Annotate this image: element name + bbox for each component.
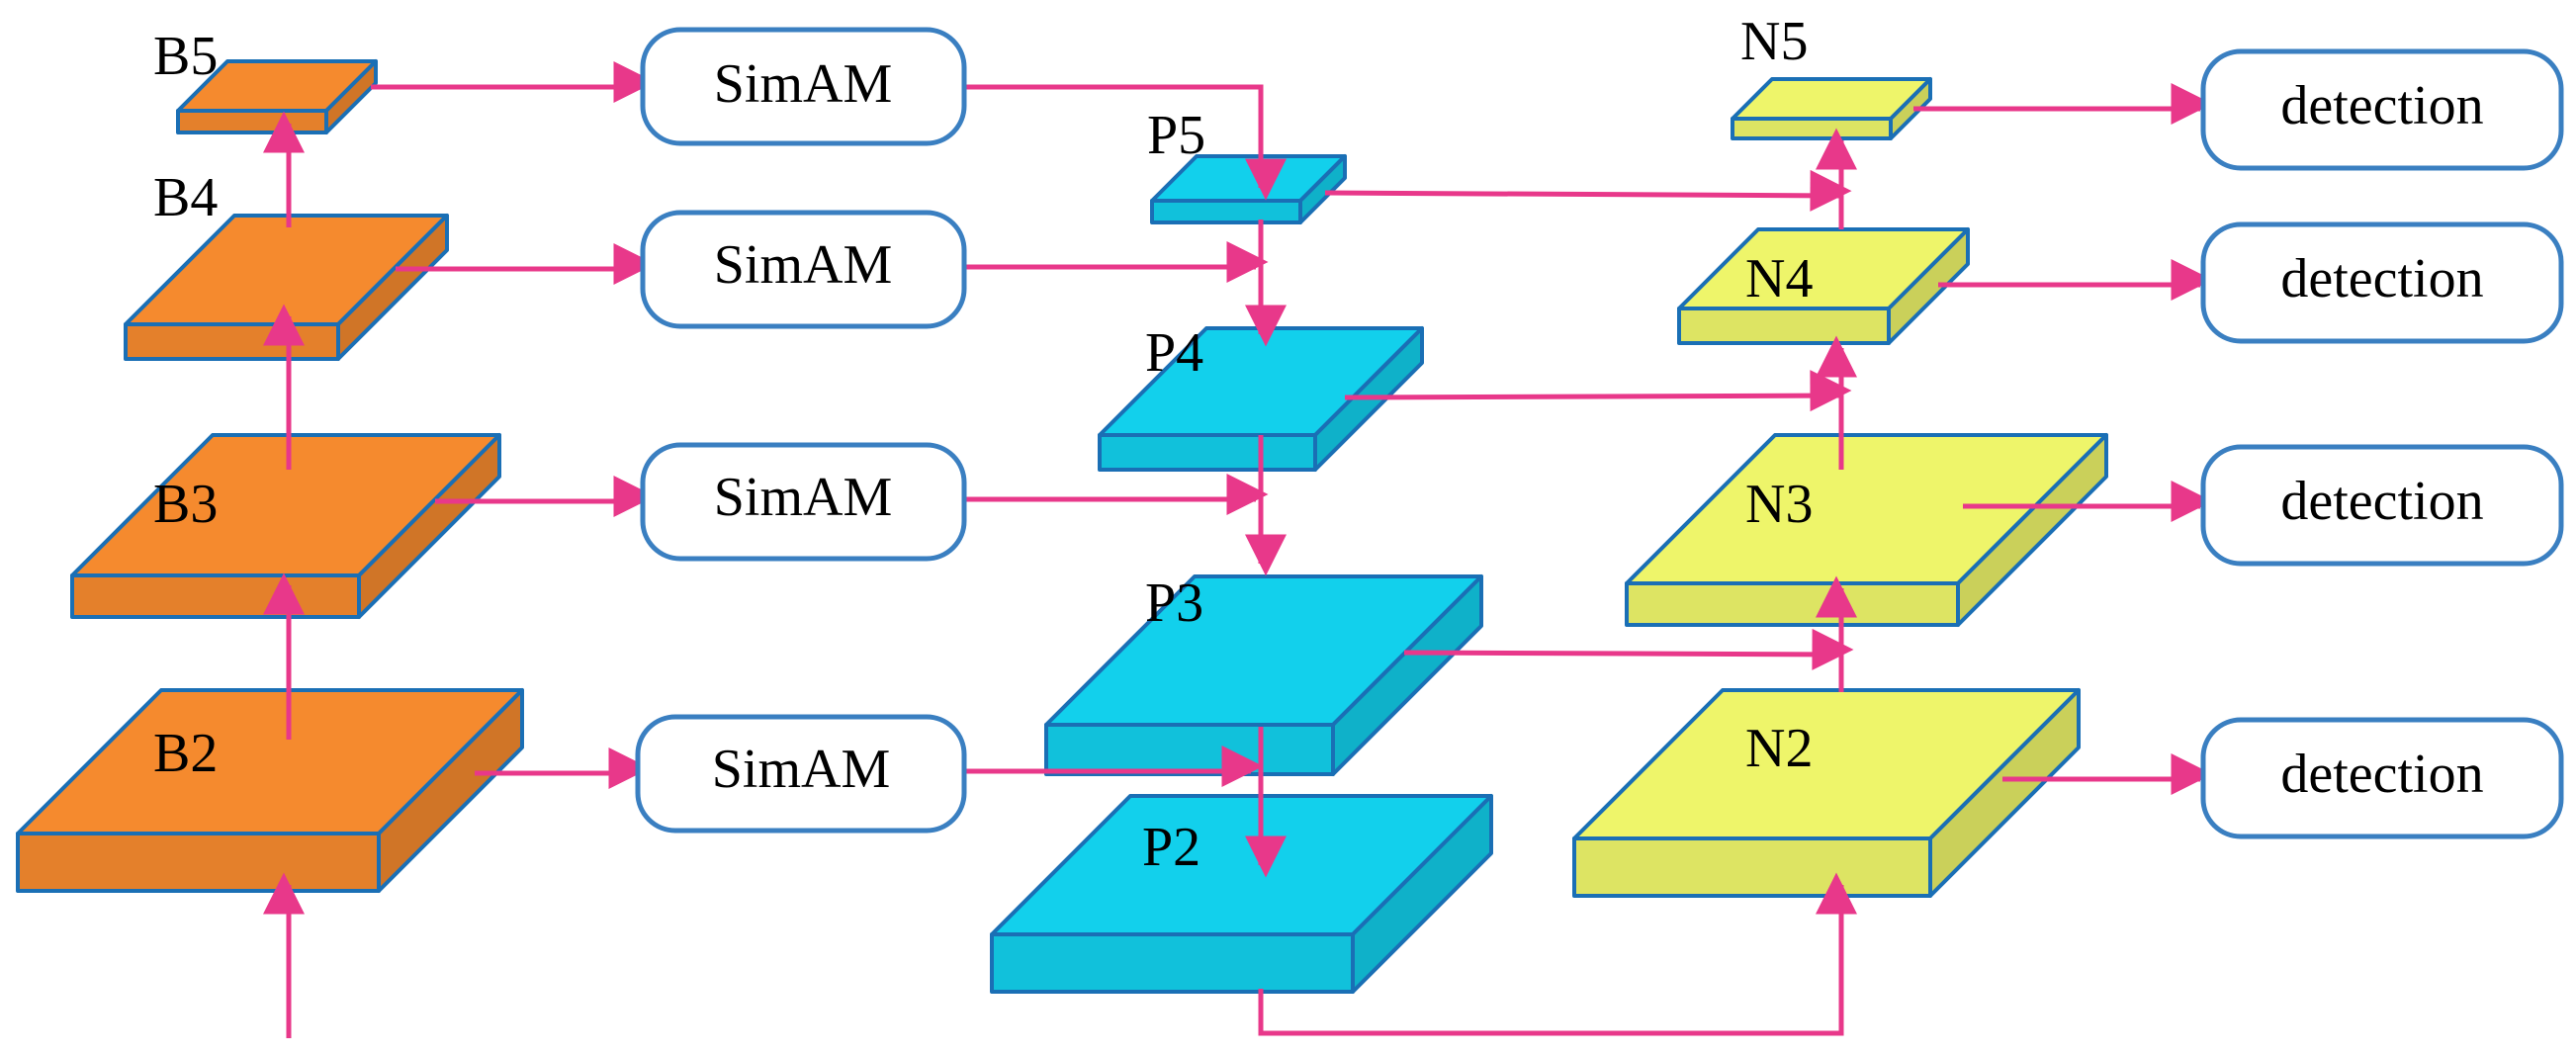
detection-box-1 [2200,48,2564,171]
simam-box-2 [640,210,967,329]
slab-p3-side [1331,574,1483,776]
simam-label-3: SimAM [714,467,893,528]
detection-box-3 [2200,444,2564,567]
detection-box-4 [2200,717,2564,839]
label-b3: B3 [153,474,218,535]
arrows [263,61,2213,1038]
simam-column: SimAM SimAM SimAM SimAM [635,27,967,834]
label-n2: N2 [1745,718,1813,779]
slab-p4-front [1098,433,1317,472]
slab-b2-side [377,688,524,893]
simam-label-2: SimAM [714,234,893,296]
detection-label-3: detection [2280,471,2483,532]
backbone-slabs [16,59,524,893]
slab-n4-front [1677,307,1891,345]
slab-n5-front [1731,117,1893,140]
slab-n2-side [1928,688,2081,898]
slab-n3-side [1956,433,2108,627]
slab-n3-front [1625,581,1960,627]
simam-box-3 [640,442,967,562]
simam-box-1 [640,27,967,146]
label-b2: B2 [153,723,218,784]
arrow-p4-to-n4 [1344,370,1852,412]
slab-b3-front [70,573,361,619]
slab-n4-side [1887,227,1970,345]
pan-slabs [1572,77,2108,898]
label-p4: P4 [1145,322,1203,384]
simam-box-4 [635,714,967,834]
label-p3: P3 [1145,572,1203,634]
label-n5: N5 [1740,11,1808,72]
label-n3: N3 [1745,474,1813,535]
slab-p5-front [1150,199,1302,224]
arrow-p3-to-n3 [1403,628,1854,670]
label-n4: N4 [1745,248,1813,309]
slab-b5-front [176,109,328,134]
fpn-slabs [990,154,1493,994]
slab-b4-front [124,322,340,361]
slab-b2-front [16,832,381,893]
detection-box-2 [2200,221,2564,344]
detection-label-1: detection [2280,75,2483,136]
slab-b4-side [336,214,449,361]
simam-label-4: SimAM [712,739,891,800]
slab-b3-side [357,433,501,619]
label-b4: B4 [153,167,218,228]
label-p2: P2 [1142,817,1200,878]
slab-b5-side [324,59,378,134]
slab-p2-side [1351,794,1493,994]
slab-n2-front [1572,836,1932,898]
slab-p2-front [990,932,1355,994]
simam-label-1: SimAM [714,53,893,115]
label-p5: P5 [1147,105,1205,166]
arrow-p2-to-n2 [1258,872,1857,1036]
detection-column: detection detection detection detection [2200,48,2564,839]
detection-label-4: detection [2280,744,2483,805]
label-b5: B5 [153,26,218,87]
detection-label-2: detection [2280,248,2483,309]
slab-n5-side [1889,77,1932,140]
level-labels: B5 B4 B3 B2 P5 P4 P3 P2 N5 N4 N3 N2 [153,11,1813,878]
slab-p5-side [1298,154,1347,224]
slab-p3-front [1044,723,1335,776]
arrow-simam1-to-p5 [964,84,1287,201]
arrow-p5-to-n5 [1324,169,1852,212]
